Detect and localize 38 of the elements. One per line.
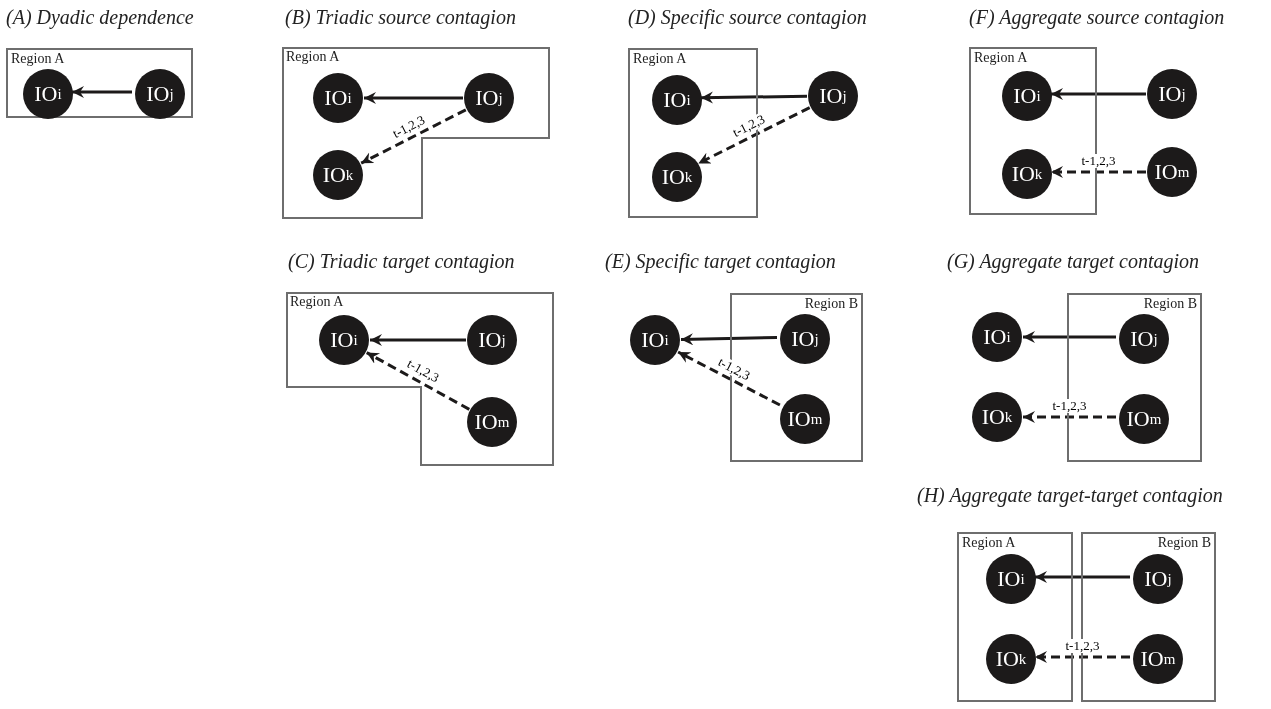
dashed-arrow xyxy=(677,350,781,407)
panel-title: (E) Specific target contagion xyxy=(605,250,836,273)
arrow xyxy=(72,86,132,98)
arrow xyxy=(1035,571,1130,583)
edge-label: t-1,2,3 xyxy=(1080,154,1117,169)
panel-title: (C) Triadic target contagion xyxy=(288,250,515,273)
region-label: Region B xyxy=(1143,296,1197,312)
region-label: Region A xyxy=(11,51,65,67)
region-label: Region A xyxy=(286,49,340,65)
panel-title: (B) Triadic source contagion xyxy=(285,6,516,29)
region-label: Region A xyxy=(290,294,344,310)
dashed-arrow xyxy=(1035,651,1130,663)
panel-title: (F) Aggregate source contagion xyxy=(969,6,1225,29)
dashed-arrow xyxy=(1023,411,1116,423)
dashed-arrow xyxy=(697,106,811,165)
region-label: Region B xyxy=(1157,535,1211,551)
region-outline xyxy=(287,293,553,465)
dashed-arrow xyxy=(1051,166,1146,178)
panel-title: (H) Aggregate target-target contagion xyxy=(917,484,1223,507)
dashed-arrow xyxy=(360,108,467,165)
arrow xyxy=(1051,88,1146,100)
arrow xyxy=(1023,331,1116,343)
arrow xyxy=(370,334,466,346)
panel-title: (G) Aggregate target contagion xyxy=(947,250,1199,273)
arrow xyxy=(700,91,808,104)
region-label: Region A xyxy=(962,535,1016,551)
dashed-arrow xyxy=(365,351,471,411)
edge-label: t-1,2,3 xyxy=(1051,399,1088,414)
region-label: Region A xyxy=(974,50,1028,66)
region-outline xyxy=(6,48,193,118)
arrow xyxy=(364,92,463,104)
region-label: Region B xyxy=(804,296,858,312)
arrow xyxy=(680,333,778,346)
panel-title: (D) Specific source contagion xyxy=(628,6,867,29)
edge-label: t-1,2,3 xyxy=(1064,639,1101,654)
region-label: Region A xyxy=(633,51,687,67)
panel-title: (A) Dyadic dependence xyxy=(6,6,194,29)
region-outline xyxy=(283,48,549,218)
